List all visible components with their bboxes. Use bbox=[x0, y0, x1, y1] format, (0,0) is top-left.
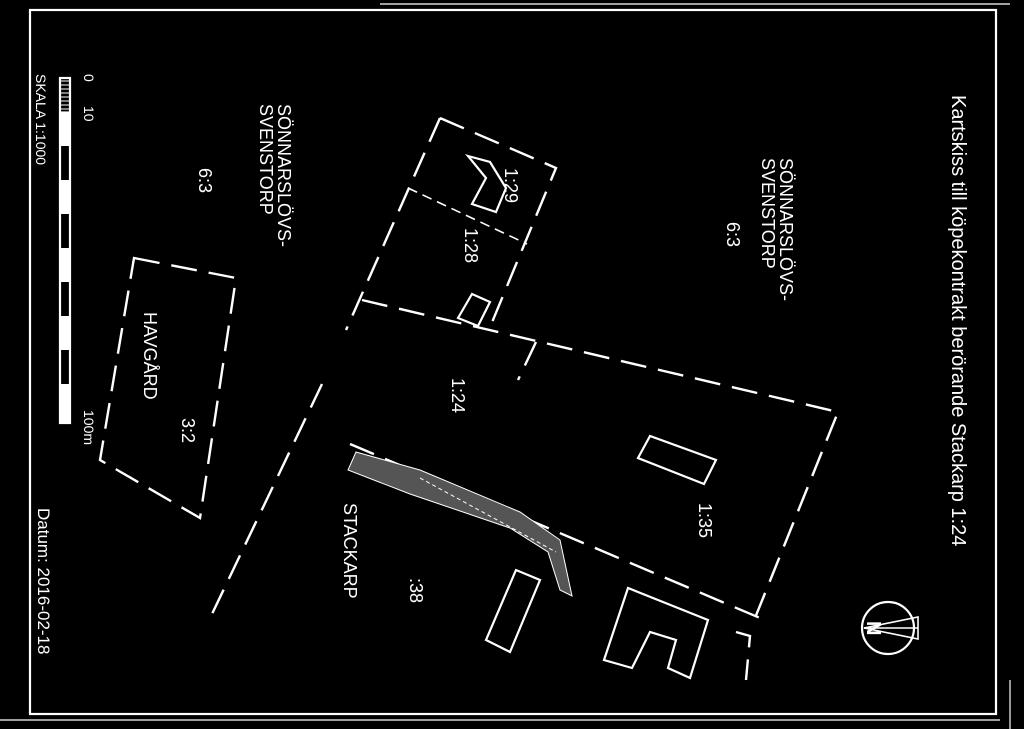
north-arrow-icon: N bbox=[860, 600, 919, 656]
region-sonnarslov-left-line1: SÖNNARSLÖVS- bbox=[274, 104, 294, 247]
scale-label: SKALA 1:1000 bbox=[33, 74, 49, 165]
parcel-label-1-24: 1:24 bbox=[448, 378, 468, 413]
boundary-havgard bbox=[98, 256, 238, 520]
scale-bar: 0 10 100m SKALA 1:1000 bbox=[33, 74, 97, 445]
boundary-1-29-1-28-split bbox=[407, 187, 528, 245]
region-havgard-name: HAVGÅRD bbox=[140, 312, 160, 400]
region-sonnarslov-left-number: 6:3 bbox=[195, 168, 215, 193]
building-l-shape-stackarp bbox=[602, 586, 710, 680]
parcel-label-1-35: 1:35 bbox=[695, 503, 715, 538]
building-38-rect bbox=[484, 568, 542, 654]
boundary-main-top bbox=[361, 298, 840, 619]
road-strip bbox=[347, 451, 573, 597]
map-title: Kartskiss till köpekontrakt berörande St… bbox=[947, 95, 969, 546]
parcel-label-1-29: 1:29 bbox=[501, 168, 521, 203]
scale-tick-10: 10 bbox=[81, 106, 97, 122]
region-sonnarslov-top-line2: SVENSTORP bbox=[758, 158, 778, 269]
north-label: N bbox=[862, 621, 884, 635]
buildings bbox=[456, 154, 718, 680]
map-frame bbox=[28, 8, 998, 716]
region-sonnarslov-top-line1: SÖNNARSLÖVS- bbox=[776, 158, 796, 301]
building-1-24 bbox=[636, 434, 718, 486]
scale-tick-0: 0 bbox=[81, 74, 97, 82]
boundary-inner-line bbox=[516, 341, 538, 381]
region-sonnarslov-left-line2: SVENSTORP bbox=[256, 104, 276, 215]
region-stackarp-name: STACKARP bbox=[340, 503, 360, 599]
parcel-label-38: :38 bbox=[406, 578, 426, 603]
property-boundaries bbox=[98, 116, 840, 681]
building-small-1-28 bbox=[456, 292, 492, 328]
region-havgard-number: 3:2 bbox=[178, 418, 198, 443]
building-l-shape-1-29 bbox=[464, 154, 508, 214]
boundary-parcel-1-29-1-28 bbox=[344, 116, 558, 333]
map-date: Datum: 2016-02-18 bbox=[34, 508, 53, 654]
parcel-label-1-28: 1:28 bbox=[461, 228, 481, 263]
scale-tick-100: 100m bbox=[81, 410, 97, 445]
boundary-stackarp-south bbox=[735, 630, 752, 681]
boundary-west-long bbox=[210, 383, 324, 615]
region-sonnarslov-top-number: 6:3 bbox=[723, 222, 743, 247]
